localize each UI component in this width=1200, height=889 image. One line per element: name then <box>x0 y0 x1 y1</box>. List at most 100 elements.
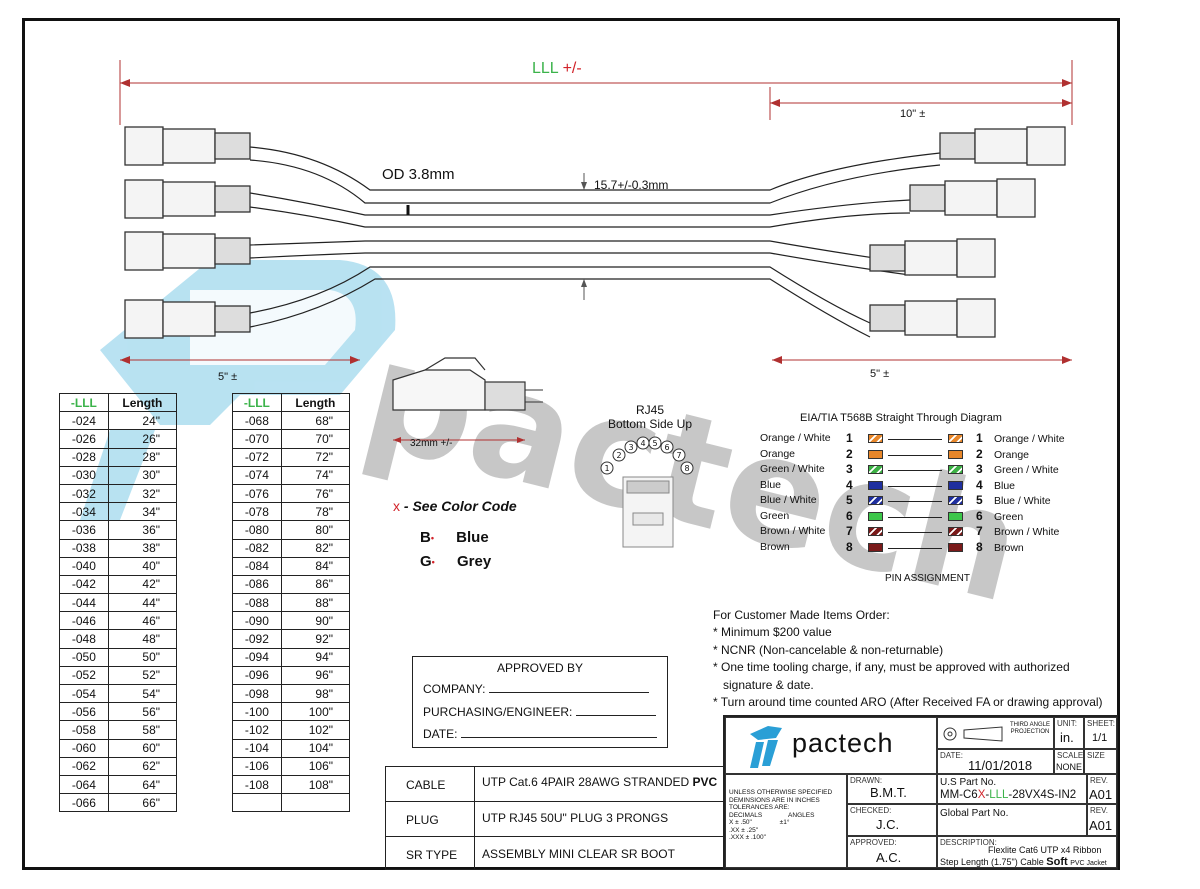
projection-cell: THIRD ANGLE PROJECTION <box>937 717 1054 749</box>
width-label: 15.7+/-0.3mm <box>594 178 669 192</box>
color-code-item: G• Grey <box>420 553 492 570</box>
code-header: -LLL <box>59 392 109 413</box>
pin-name-right: Green / White <box>994 464 1059 476</box>
length-value: 34" <box>107 502 178 522</box>
length-code: -068 <box>232 411 282 431</box>
rj45-pin-label: 6 <box>664 443 669 452</box>
right-breakout-label: 10" ± <box>900 108 926 120</box>
length-code: -100 <box>232 702 282 722</box>
length-code: -052 <box>59 665 109 686</box>
date-field[interactable]: DATE: <box>423 727 657 741</box>
note-line: * One time tooling charge, if any, must … <box>713 660 1070 675</box>
projection-icon <box>943 726 1003 742</box>
wire-swatch <box>868 480 883 490</box>
length-code: -042 <box>59 574 109 595</box>
wire-swatch <box>868 542 883 552</box>
length-value: 44" <box>107 593 178 613</box>
title-block: pactech THIRD ANGLE PROJECTION UNIT:in. … <box>723 715 1118 870</box>
length-value: 80" <box>280 520 351 540</box>
pin-number-right: 2 <box>976 446 983 461</box>
wire-swatch <box>868 511 883 521</box>
pin-number-right: 8 <box>976 539 983 554</box>
length-value: 92" <box>280 629 351 649</box>
cable-drawing <box>119 60 1073 364</box>
spec-label: CABLE <box>406 778 446 792</box>
spec-value: UTP RJ45 50U" PLUG 3 PRONGS <box>482 811 669 825</box>
customer-notes: For Customer Made Items Order: * Minimum… <box>713 607 1103 711</box>
length-value: 56" <box>107 702 178 722</box>
length-code: -034 <box>59 502 109 522</box>
length-header: Length <box>280 392 351 413</box>
drawing-sheet <box>22 18 1120 870</box>
pin-assignment-label: PIN ASSIGNMENT <box>885 573 971 584</box>
us-part-cell: U.S Part No. MM-C6X-LLL-28VX4S-IN2 <box>937 774 1087 804</box>
pin-wire <box>888 547 942 549</box>
pactech-watermark: pactech <box>80 260 1038 637</box>
length-value <box>280 793 351 813</box>
pin-number-left: 5 <box>846 493 853 507</box>
company-field[interactable]: COMPANY: <box>423 682 649 696</box>
color-code-title: x - See Color Code <box>393 498 517 514</box>
pin-name-right: Brown / White <box>994 526 1060 538</box>
length-value: 106" <box>280 756 351 776</box>
length-code: -082 <box>232 538 282 558</box>
length-value: 50" <box>107 647 178 667</box>
overall-length-label: LLL +/- <box>532 60 582 77</box>
note-line: * NCNR (Non-cancelable & non-returnable) <box>713 642 944 657</box>
length-value: 72" <box>280 447 351 467</box>
rev2-cell: REV.A01 <box>1087 804 1117 836</box>
color-code-list: B• Blue G• Grey <box>420 526 491 574</box>
pin-wire <box>888 485 942 487</box>
length-code: -026 <box>59 429 109 449</box>
pin-number-left: 7 <box>846 524 853 538</box>
rj45-pin-label: 1 <box>604 464 609 473</box>
right-breakout-bottom-label: 5" ± <box>870 368 890 380</box>
length-code: -070 <box>232 429 282 449</box>
length-value: 98" <box>280 683 351 704</box>
sheet-cell: SHEET:1/1 <box>1084 717 1117 749</box>
spec-table: CABLE UTP Cat.6 4PAIR 28AWG STRANDED PVC… <box>385 766 725 870</box>
spec-label: SR TYPE <box>406 848 458 862</box>
pin-name-left: Green / White <box>760 463 825 475</box>
pin-name-right: Blue / White <box>994 495 1051 507</box>
purchasing-field[interactable]: PURCHASING/ENGINEER: <box>423 705 656 719</box>
length-value: 82" <box>280 538 351 558</box>
length-code: -038 <box>59 538 109 558</box>
checked-cell: CHECKED:J.C. <box>847 804 937 836</box>
length-value: 86" <box>280 574 351 595</box>
note-line: signature & date. <box>723 677 814 692</box>
wire-swatch <box>948 465 963 474</box>
length-value: 30" <box>107 465 178 485</box>
global-part-cell: Global Part No. <box>937 804 1087 836</box>
wire-swatch <box>948 496 963 505</box>
length-code: -032 <box>59 483 109 504</box>
length-code: -040 <box>59 556 109 576</box>
length-code: -056 <box>59 702 109 722</box>
plug-length-label: 32mm +/- <box>410 438 453 449</box>
length-value: 64" <box>107 774 178 795</box>
length-code: -106 <box>232 756 282 776</box>
code-header: -LLL <box>232 392 282 413</box>
wire-swatch <box>868 496 883 505</box>
